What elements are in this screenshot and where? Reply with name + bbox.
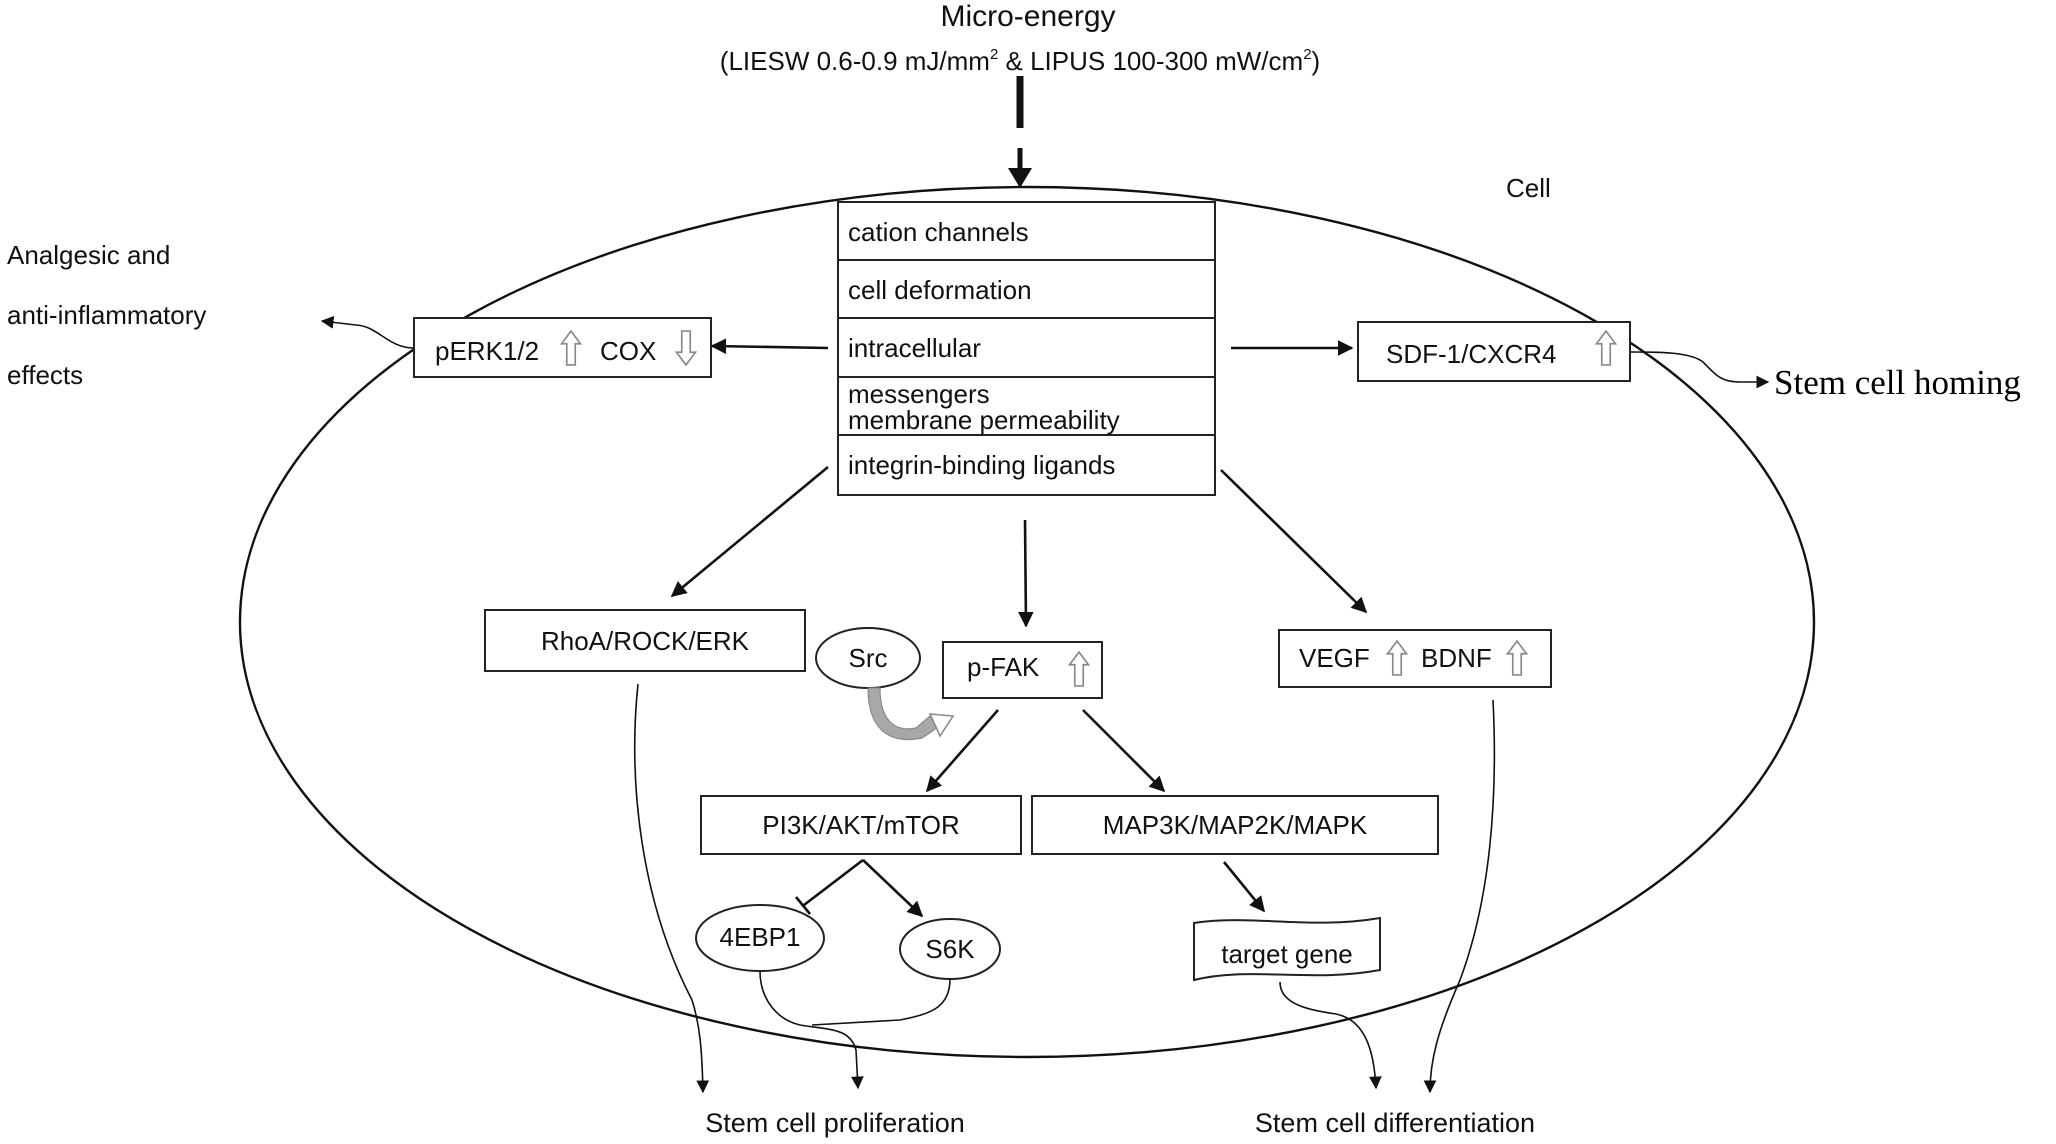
target-gene-label: target gene <box>1221 939 1353 969</box>
arrow-to-homing <box>1630 351 1770 389</box>
perk-label: pERK1/2 <box>435 336 539 366</box>
arrow-to-target-gene <box>1222 861 1266 913</box>
cell-membrane <box>238 185 1816 1059</box>
arrow-target-to-differentiation <box>1279 981 1382 1090</box>
src-curved-arrowhead <box>928 713 955 738</box>
mapk-label: MAP3K/MAP2K/MAPK <box>1103 810 1368 840</box>
target-gene-box <box>1193 916 1381 982</box>
rhoa-box <box>484 609 806 672</box>
arrow-rhoa-to-proliferation <box>633 683 710 1094</box>
sdf1-label: SDF-1/CXCR4 <box>1386 339 1556 369</box>
vegf-label: VEGF <box>1299 643 1370 673</box>
bdnf-label: BDNF <box>1421 643 1492 673</box>
s6k-label: S6K <box>925 934 975 964</box>
input-arrowhead <box>1008 168 1032 188</box>
mapk-box <box>1031 795 1439 855</box>
input-title: Micro-energy <box>940 0 1115 33</box>
pi3k-label: PI3K/AKT/mTOR <box>762 810 959 840</box>
arrow-vegf-to-differentiation <box>1423 699 1496 1094</box>
effects-line-3: effects <box>7 360 83 390</box>
inhibit-bar <box>794 896 812 915</box>
effects-line-2: anti-inflammatory <box>7 300 206 330</box>
stem-cell-differentiation: Stem cell differentiation <box>1255 1108 1535 1138</box>
arrow-to-mapk <box>1082 709 1166 793</box>
mechanism-intracellular: intracellular <box>848 333 981 363</box>
mechanism-messengers: messengers <box>848 379 990 409</box>
arrow-to-vegf <box>1220 469 1368 614</box>
mechanism-cell-deformation: cell deformation <box>848 275 1032 305</box>
arrow-to-pfak <box>1018 519 1034 628</box>
arrow-to-effects <box>320 315 415 349</box>
4ebp1-label: 4EBP1 <box>720 922 801 952</box>
rhoa-label: RhoA/ROCK/ERK <box>541 626 750 656</box>
pfak-label: p-FAK <box>967 652 1040 682</box>
line-s6k-merge <box>811 978 951 1026</box>
mechanism-stack: cation channels cell deformation intrace… <box>837 201 1216 496</box>
pi3k-box <box>700 795 1022 855</box>
sdf1-cxcr4-box <box>1357 321 1631 382</box>
cell-label: Cell <box>1506 173 1551 203</box>
vegf-bdnf-box <box>1278 629 1552 688</box>
arrow-to-perk <box>710 338 829 355</box>
mechanism-integrin-binding-ligands: integrin-binding ligands <box>848 450 1115 480</box>
arrow-to-pi3k <box>925 709 999 793</box>
stem-cell-homing: Stem cell homing <box>1774 363 2021 402</box>
src-label: Src <box>849 643 888 673</box>
arrow-to-s6k <box>862 859 924 918</box>
stem-cell-proliferation: Stem cell proliferation <box>705 1108 965 1138</box>
perk-cox-box <box>413 317 712 378</box>
inhibit-4ebp1 <box>803 858 864 907</box>
arrow-4ebp1-to-proliferation <box>759 970 864 1090</box>
cox-label: COX <box>600 336 656 366</box>
arrow-to-rhoa <box>670 465 829 598</box>
input-parameters: (LIESW 0.6-0.9 mJ/mm2 & LIPUS 100-300 mW… <box>720 46 1320 76</box>
mechanism-membrane-permeability: membrane permeability <box>848 405 1120 435</box>
effects-line-1: Analgesic and <box>7 240 170 270</box>
mechanism-cation-channels: cation channels <box>848 217 1029 247</box>
